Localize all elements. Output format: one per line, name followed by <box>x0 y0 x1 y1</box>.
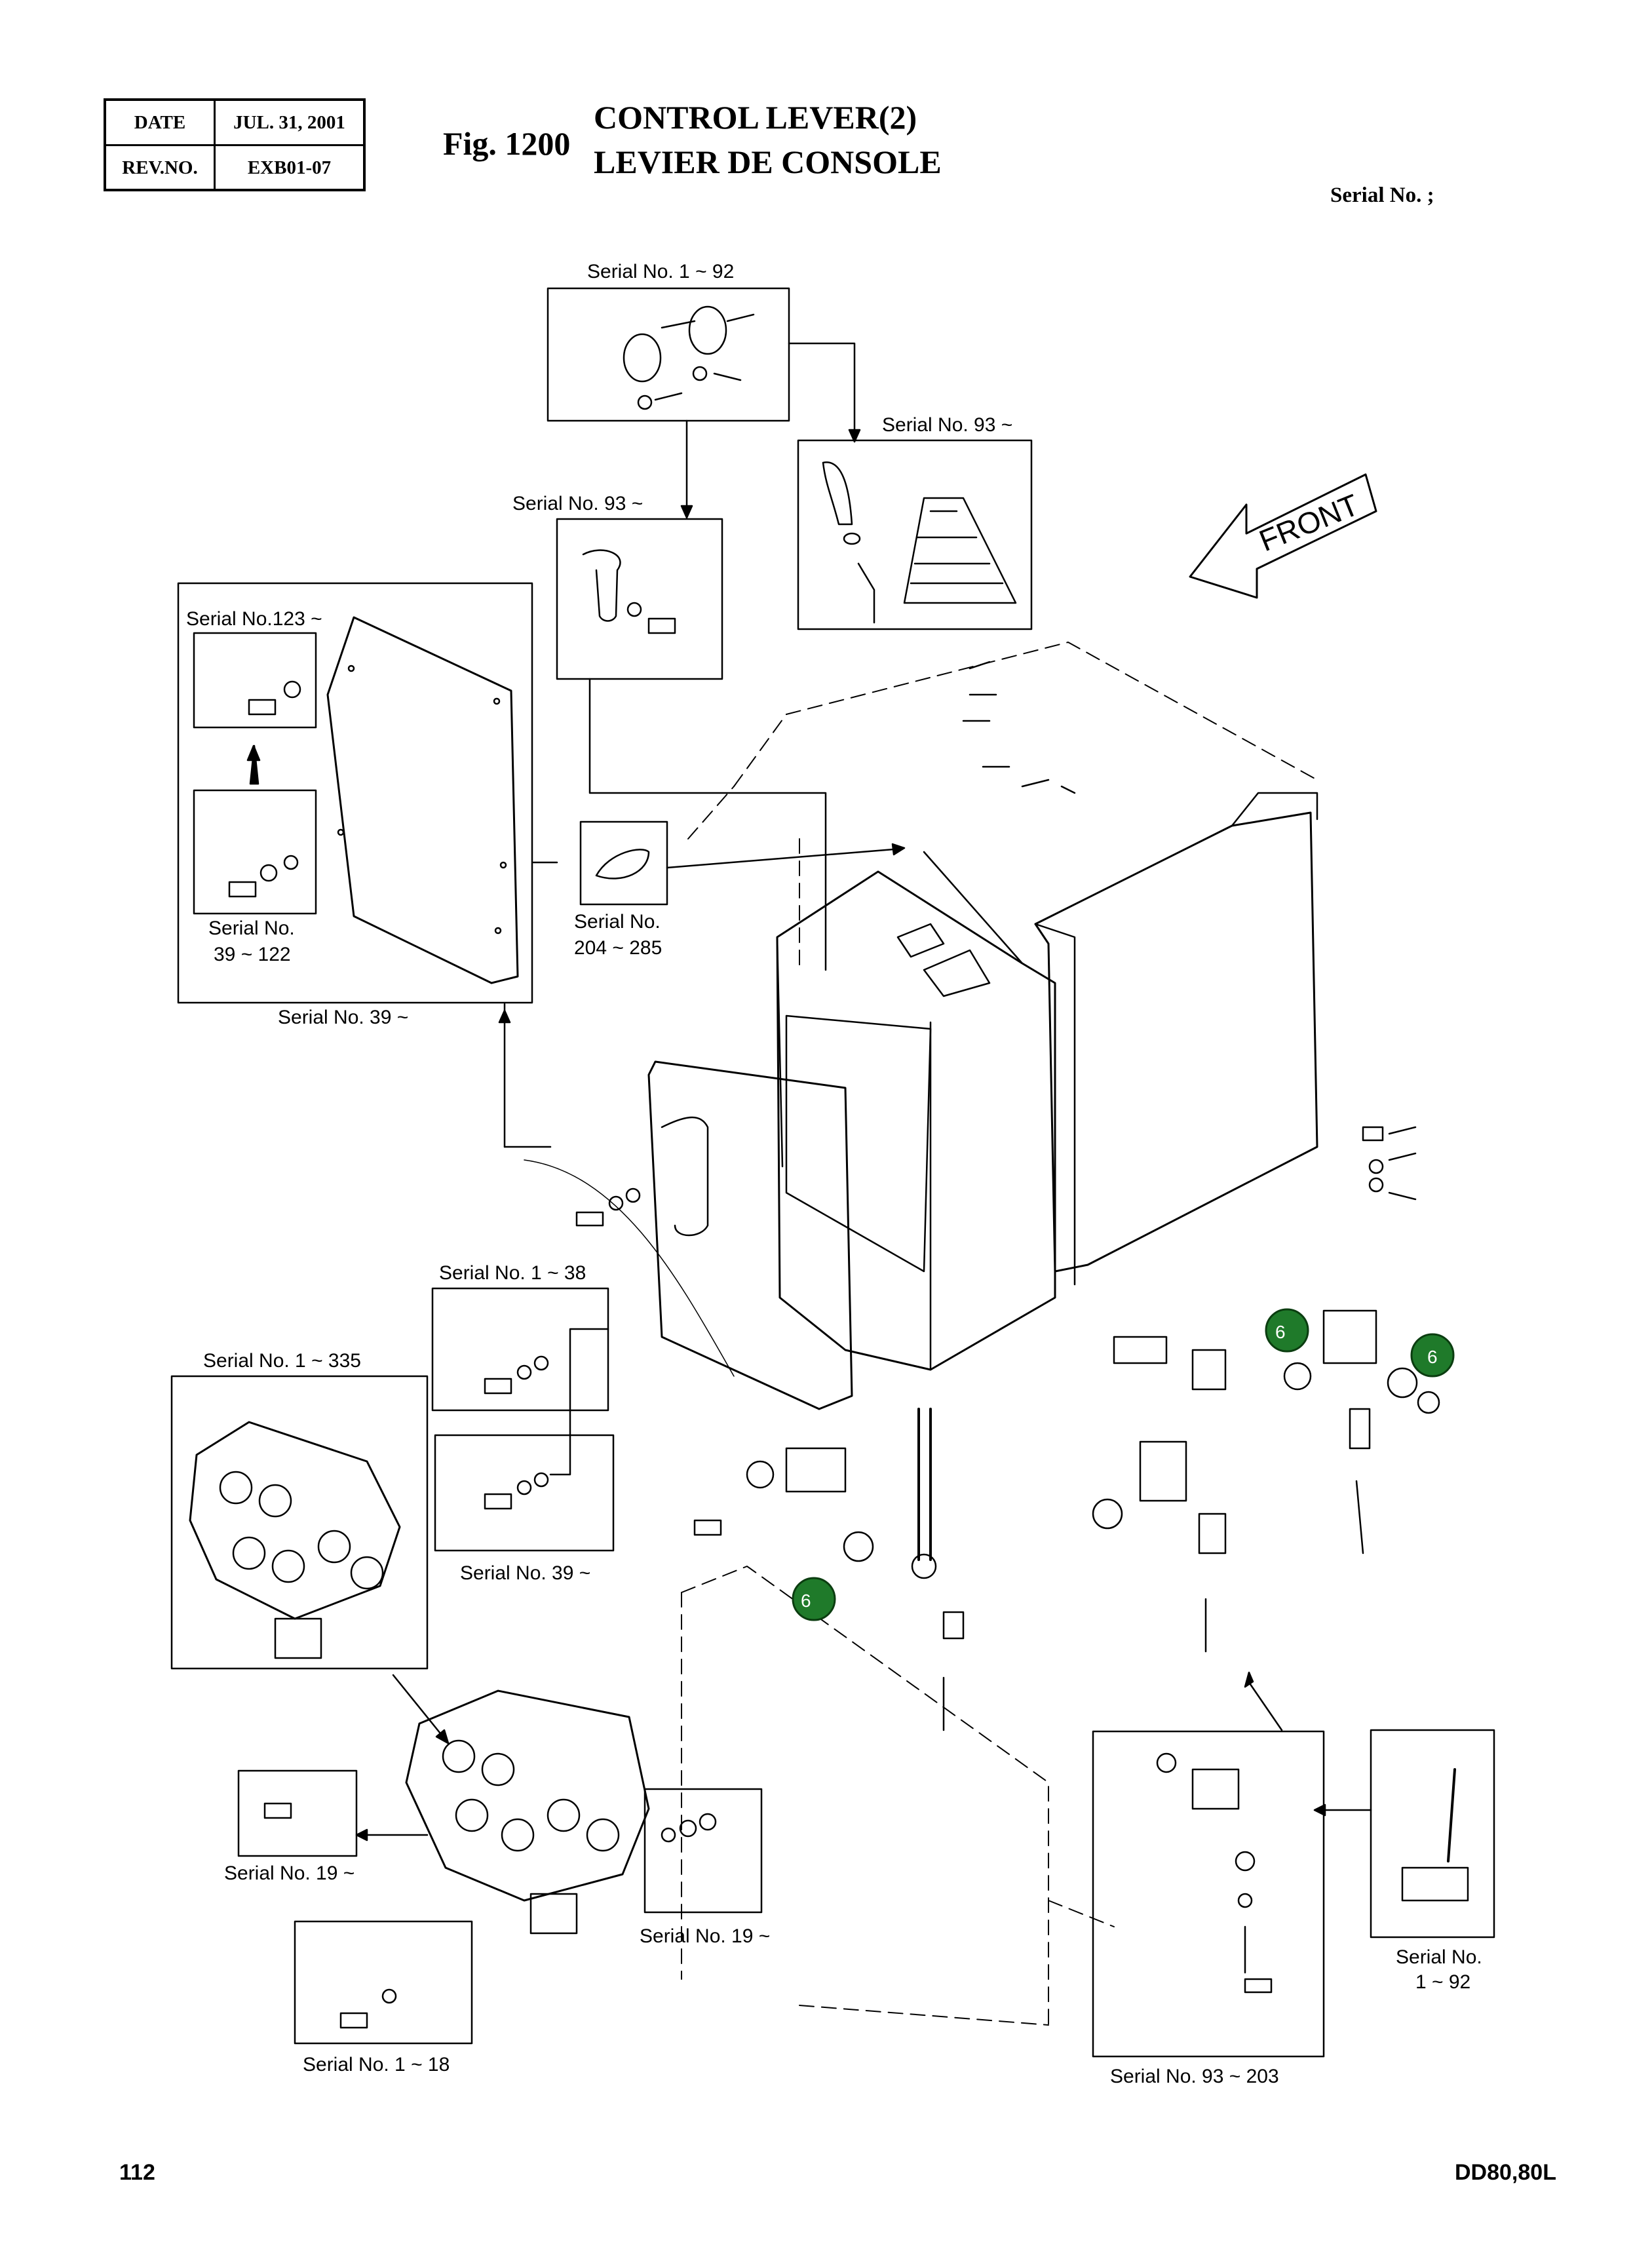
inset-serial-93-203 <box>1092 1730 1325 2058</box>
label-serial-123: Serial No.123 ~ <box>186 608 322 630</box>
inset-serial-123 <box>193 632 317 729</box>
inset-knob-93 <box>556 518 723 680</box>
front-arrow <box>1189 473 1377 599</box>
inset-serial-1-18 <box>294 1920 473 2045</box>
label-serial-19-a: Serial No. 19 ~ <box>224 1862 355 1884</box>
figure-title-en: CONTROL LEVER(2) <box>594 99 917 136</box>
inset-serial-19-b <box>644 1788 763 1914</box>
rev-value: EXB01-07 <box>247 157 332 178</box>
model-name: DD80,80L <box>1455 2160 1556 2185</box>
inset-cover-panel <box>177 582 533 1004</box>
inset-knobs-1-92 <box>547 287 790 422</box>
date-label: DATE <box>134 111 186 133</box>
label-serial-93-left: Serial No. 93 ~ <box>512 493 644 514</box>
serial-line: Serial No. ; <box>1330 183 1434 207</box>
label-serial-39-122-line1: Serial No. <box>208 917 295 939</box>
inset-serial-19-a <box>237 1769 358 1857</box>
rev-label: REV.NO. <box>122 157 198 178</box>
label-serial-1-38: Serial No. 1 ~ 38 <box>439 1262 586 1284</box>
revision-table: DATE JUL. 31, 2001 REV.NO. EXB01-07 <box>104 98 366 191</box>
label-serial-19-b: Serial No. 19 ~ <box>640 1925 771 1947</box>
inset-serial-39-122 <box>193 789 317 915</box>
callout-group: 6 6 6 <box>792 1308 1455 1621</box>
page-number: 112 <box>119 2160 155 2185</box>
front-label: FRONT <box>1254 488 1363 558</box>
label-serial-204-285-line2: 204 ~ 285 <box>574 937 663 959</box>
figure-title-fr: LEVIER DE CONSOLE <box>594 144 942 180</box>
inset-grip-204 <box>579 820 668 906</box>
label-serial-93-203: Serial No. 93 ~ 203 <box>1110 2066 1279 2087</box>
label-serial-39-122-line2: 39 ~ 122 <box>214 944 291 965</box>
label-serial-204-285-line1: Serial No. <box>574 911 661 933</box>
label-serial-1-335: Serial No. 1 ~ 335 <box>203 1350 361 1372</box>
label-serial-1-92-b-line1: Serial No. <box>1396 1946 1482 1968</box>
inset-serial-1-92-b <box>1370 1729 1495 1939</box>
label-serial-1-92-top: Serial No. 1 ~ 92 <box>587 261 735 282</box>
callout-6-b: 6 <box>1410 1333 1455 1378</box>
callout-label: 6 <box>801 1591 811 1611</box>
inset-serial-39-bolts <box>434 1434 615 1552</box>
callout-6-c: 6 <box>792 1577 836 1621</box>
inset-lever-93 <box>797 439 1033 630</box>
callout-label: 6 <box>1275 1322 1286 1342</box>
date-value: JUL. 31, 2001 <box>233 111 345 133</box>
figure-number: Fig. 1200 <box>443 125 571 162</box>
access-door <box>647 1060 853 1410</box>
label-serial-39-bolts: Serial No. 39 ~ <box>460 1562 591 1584</box>
label-serial-39-panel: Serial No. 39 ~ <box>278 1007 409 1028</box>
label-serial-1-92-b-line2: 1 ~ 92 <box>1415 1971 1471 1993</box>
inset-valve-1-335 <box>170 1375 429 1670</box>
callout-6-a: 6 <box>1265 1308 1309 1353</box>
callout-label: 6 <box>1427 1347 1438 1367</box>
inset-serial-1-38 <box>431 1287 609 1412</box>
label-serial-93-right: Serial No. 93 ~ <box>882 414 1013 436</box>
label-serial-1-18: Serial No. 1 ~ 18 <box>303 2054 450 2075</box>
